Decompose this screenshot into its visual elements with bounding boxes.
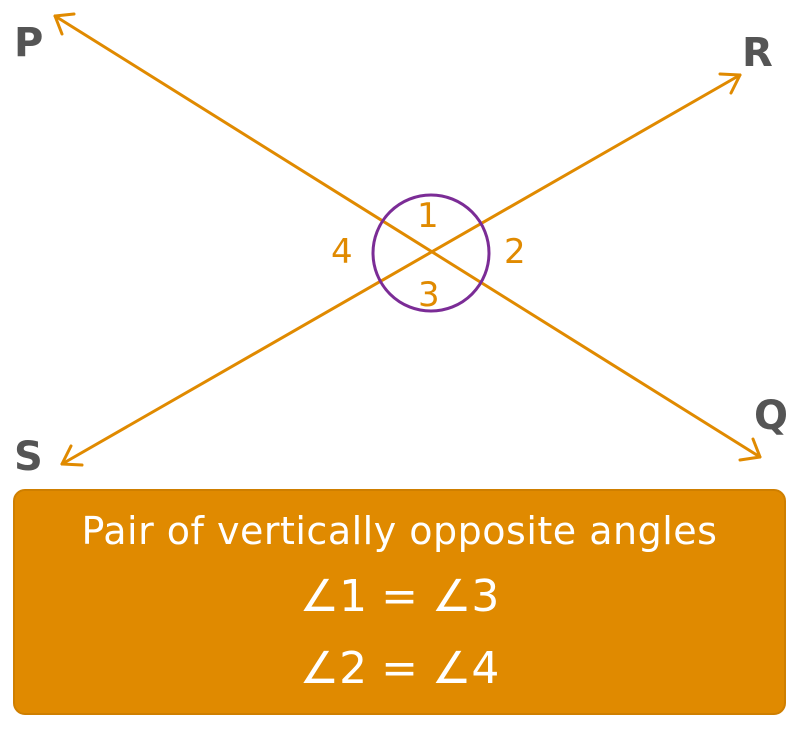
- angle-label-2: 2: [504, 232, 526, 272]
- point-label-r: R: [742, 30, 773, 76]
- arrowhead-q: [738, 437, 762, 462]
- angle-label-4: 4: [331, 232, 353, 272]
- caption-box: Pair of vertically opposite angles ∠1 = …: [13, 489, 786, 715]
- line-sr: [60, 73, 742, 466]
- arrowhead-r: [718, 72, 742, 95]
- angle-label-1: 1: [417, 196, 439, 236]
- caption-title: Pair of vertically opposite angles: [81, 509, 718, 553]
- angle-label-3: 3: [418, 275, 440, 315]
- equation-angle-2-equals-angle-4: ∠2 = ∠4: [299, 643, 500, 694]
- point-label-p: P: [14, 20, 43, 66]
- point-label-q: Q: [754, 393, 788, 439]
- arrowhead-s: [60, 444, 84, 467]
- equation-angle-1-equals-angle-3: ∠1 = ∠3: [299, 571, 500, 622]
- arrowhead-p: [53, 12, 76, 36]
- angle-circle: [371, 193, 491, 313]
- line-pq: [53, 14, 762, 459]
- point-label-s: S: [14, 434, 43, 480]
